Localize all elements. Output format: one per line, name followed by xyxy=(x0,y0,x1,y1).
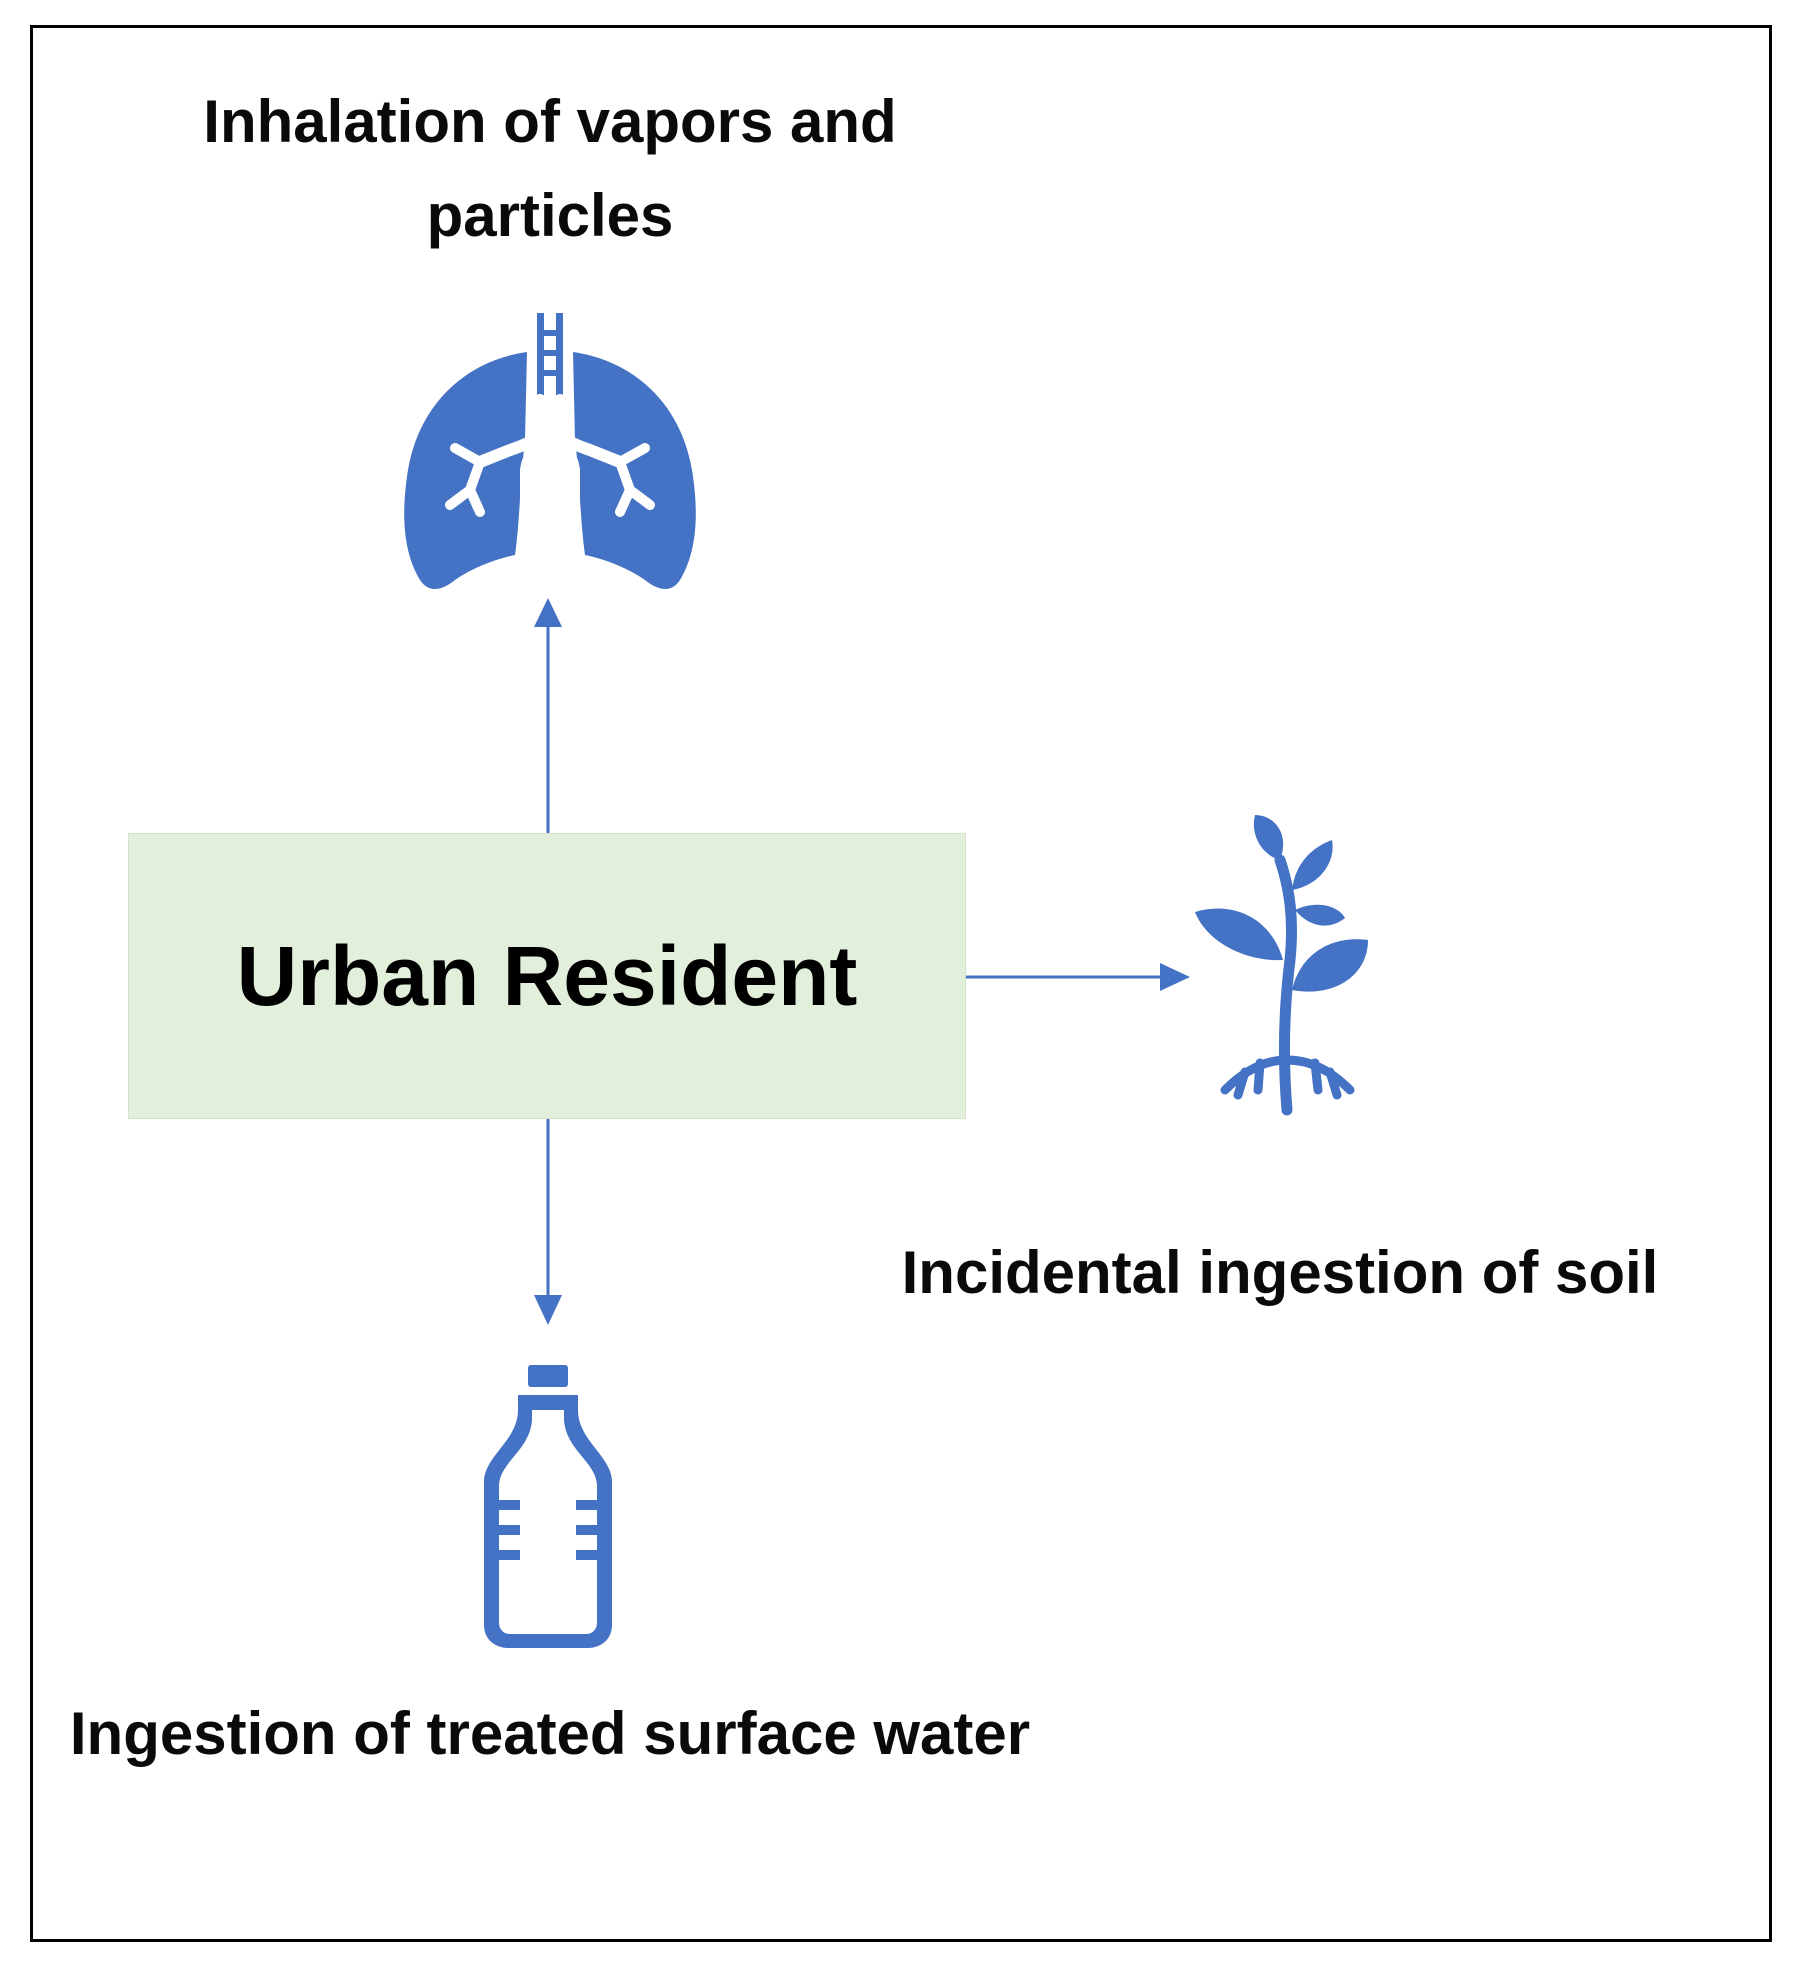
urban-resident-box: Urban Resident xyxy=(128,833,966,1119)
urban-resident-label: Urban Resident xyxy=(236,928,858,1023)
plant-icon xyxy=(1195,815,1368,1116)
pathway-label-water: Ingestion of treated surface water xyxy=(69,1700,1031,1767)
lungs-icon xyxy=(404,313,696,589)
arrow-right xyxy=(966,963,1190,991)
arrow-down xyxy=(534,1119,562,1325)
arrow-up xyxy=(534,598,562,833)
water-bottle-icon xyxy=(484,1365,612,1648)
pathway-label-inhalation: Inhalation of vapors and particles xyxy=(203,88,897,249)
pathway-label-soil: Incidental ingestion of soil xyxy=(901,1239,1659,1306)
